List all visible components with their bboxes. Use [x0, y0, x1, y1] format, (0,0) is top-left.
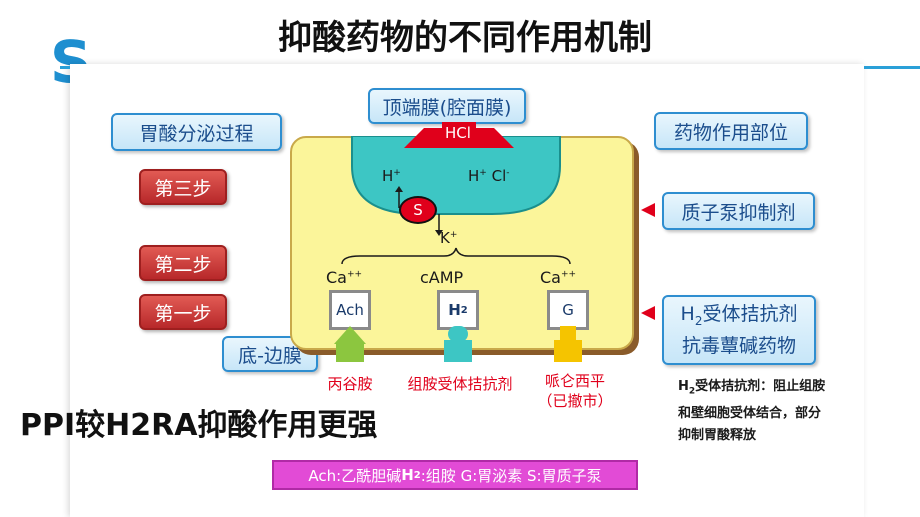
h-cl-label: H+ Cl-: [468, 167, 510, 185]
h2-blocker-icon: [444, 326, 472, 362]
lumen-canaliculus: [351, 136, 561, 215]
k-plus-in-arrow-icon: [435, 214, 443, 236]
h2-note: H2受体拮抗剂：阻止组胺和壁细胞受体结合，部分抑制胃酸释放: [678, 379, 826, 443]
h2-antagonist-line1: H2受体拮抗剂: [680, 302, 798, 328]
gastrin-receptor: G: [547, 290, 589, 330]
ppi-pointer-icon: [641, 203, 655, 217]
secretion-process-label: 胃酸分泌过程: [111, 113, 282, 151]
camp-label: cAMP: [420, 268, 464, 287]
left-accent-bar: [0, 0, 70, 517]
pirenzepine-status: （已撤市）: [537, 392, 613, 410]
h2-antagonist-drug-label: 组胺受体拮抗剂: [407, 375, 513, 393]
ppi-vs-h2ra-headline: PPI较H2RA抑酸作用更强: [20, 408, 378, 443]
left-accent-line: [60, 66, 70, 69]
h-plus-label: H+: [382, 167, 401, 185]
pirenzepine-label: 哌仑西平 （已撤市）: [530, 371, 620, 411]
right-accent-line: [864, 66, 920, 69]
h2-pointer-icon: [641, 306, 655, 320]
step3-badge: 第三步: [139, 169, 227, 205]
proglumide-label: 丙谷胺: [327, 375, 373, 393]
proton-pump: S: [399, 196, 437, 224]
h2-antagonist-label: H2受体拮抗剂 抗毒蕈碱药物: [662, 295, 816, 365]
ach-blocker-icon: [334, 326, 366, 362]
calcium-right-label: Ca++: [540, 268, 577, 287]
k-plus-label: K+: [440, 229, 458, 247]
gastrin-blocker-icon: [554, 326, 582, 362]
signal-brace: [341, 247, 571, 265]
hcl-arrow-icon: [404, 122, 514, 148]
step1-badge: 第一步: [139, 294, 227, 330]
pirenzepine-name: 哌仑西平: [544, 372, 605, 390]
antimuscarinic-line2: 抗毒蕈碱药物: [681, 335, 796, 358]
drug-site-label: 药物作用部位: [654, 112, 808, 150]
step2-badge: 第二步: [139, 245, 227, 281]
ppi-label: 质子泵抑制剂: [662, 192, 815, 230]
calcium-left-label: Ca++: [326, 268, 363, 287]
hcl-label: HCl: [445, 124, 471, 142]
page-title: 抑酸药物的不同作用机制: [278, 18, 652, 58]
basal-membrane-label: 底-边膜: [222, 336, 318, 372]
